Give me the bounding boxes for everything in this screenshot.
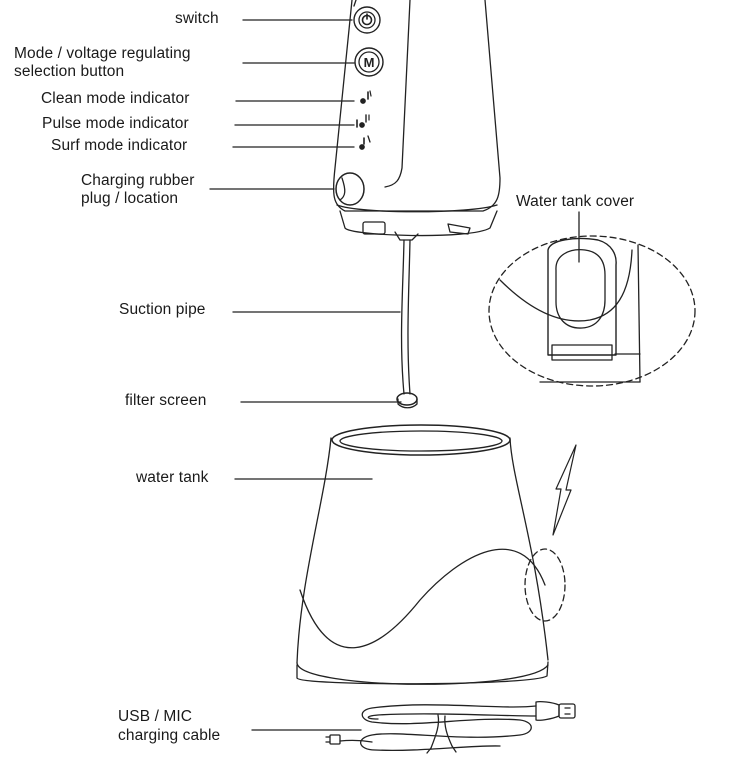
label-suction-pipe: Suction pipe (119, 301, 206, 318)
mode-icon[interactable] (354, 47, 384, 77)
label-water-tank-cover: Water tank cover (516, 193, 635, 210)
label-charging-plug-line2: plug / location (81, 190, 179, 207)
label-charging-plug-line1: Charging rubber (81, 172, 195, 189)
label-filter-screen: filter screen (125, 392, 207, 409)
label-pulse-mode: Pulse mode indicator (42, 115, 189, 132)
tank-cover-callout (524, 444, 577, 622)
pulse-mode-indicator-icon (356, 114, 370, 128)
usb-cable (325, 700, 576, 754)
suction-pipe (400, 239, 411, 395)
mode-button-glyph: M (364, 55, 375, 70)
handle-body (332, 0, 501, 241)
label-mode-button-line1: Mode / voltage regulating (14, 45, 191, 62)
water-tank-cover-detail (488, 235, 696, 387)
label-surf-mode: Surf mode indicator (51, 137, 188, 154)
surf-mode-indicator-icon (359, 135, 371, 150)
label-water-tank: water tank (136, 469, 209, 486)
filter-screen-icon (396, 392, 418, 409)
label-usb-cable-line1: USB / MIC (118, 708, 193, 725)
water-tank (296, 424, 549, 685)
label-clean-mode: Clean mode indicator (41, 90, 190, 107)
clean-mode-indicator-icon (360, 90, 372, 104)
power-icon[interactable] (353, 6, 381, 34)
leader-lines (209, 19, 580, 731)
label-switch: switch (175, 10, 219, 27)
label-usb-cable-line2: charging cable (118, 727, 221, 744)
label-mode-button-line2: selection button (14, 63, 125, 80)
charging-plug-icon (335, 172, 365, 206)
